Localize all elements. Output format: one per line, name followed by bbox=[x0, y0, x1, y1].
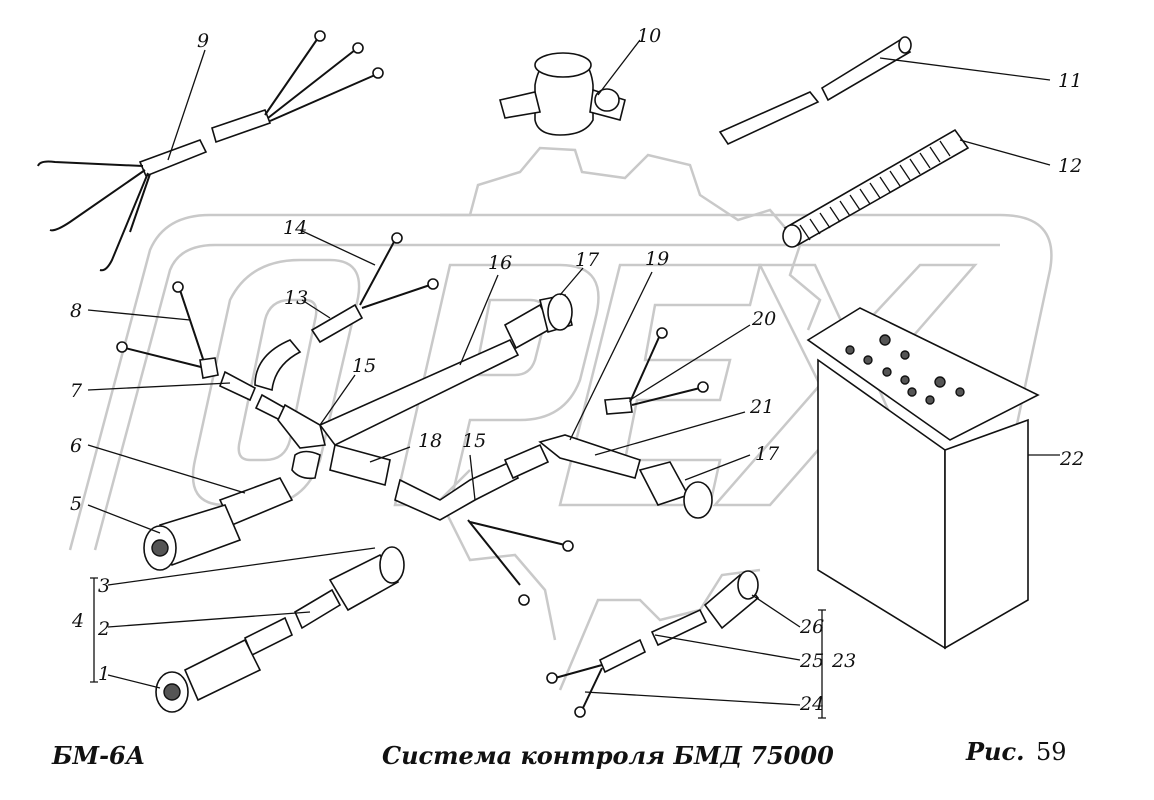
callout-15-upper: 15 bbox=[352, 355, 377, 377]
callout-6: 6 bbox=[70, 435, 83, 457]
callout-10: 10 bbox=[637, 25, 662, 47]
callout-17-lower: 17 bbox=[755, 443, 780, 465]
callout-2: 2 bbox=[98, 618, 111, 640]
callout-13: 13 bbox=[284, 287, 309, 309]
callout-17-upper: 17 bbox=[575, 249, 600, 271]
cable-assembly-23 bbox=[546, 570, 826, 719]
cable-assembly-4 bbox=[90, 546, 405, 713]
callout-16: 16 bbox=[488, 252, 513, 274]
callout-14: 14 bbox=[283, 217, 308, 239]
figure-title: Система контроля БМД 75000 bbox=[382, 741, 834, 770]
gear-watermark-icon bbox=[438, 146, 822, 691]
callout-21: 21 bbox=[750, 396, 775, 418]
callout-24: 24 bbox=[800, 693, 825, 715]
callout-22: 22 bbox=[1060, 448, 1085, 470]
main-harness bbox=[116, 232, 713, 606]
model-label: БМ-6А bbox=[52, 741, 146, 770]
callout-18: 18 bbox=[418, 430, 443, 452]
callout-23: 23 bbox=[832, 650, 857, 672]
callout-9: 9 bbox=[197, 30, 210, 52]
figure-number: 59 bbox=[1036, 738, 1067, 766]
wire-harness-9 bbox=[37, 30, 384, 272]
callout-19: 19 bbox=[645, 248, 670, 270]
callout-25: 25 bbox=[800, 650, 825, 672]
callout-1: 1 bbox=[98, 663, 111, 685]
callout-11: 11 bbox=[1058, 70, 1083, 92]
callout-20: 20 bbox=[752, 308, 777, 330]
callout-12: 12 bbox=[1058, 155, 1083, 177]
leader-lines bbox=[87, 39, 1060, 706]
callout-5: 5 bbox=[70, 493, 83, 515]
control-box-22 bbox=[806, 307, 1040, 650]
callout-8: 8 bbox=[70, 300, 83, 322]
callout-26: 26 bbox=[800, 616, 825, 638]
callout-4: 4 bbox=[72, 610, 85, 632]
callout-15-lower: 15 bbox=[462, 430, 487, 452]
connector-block-10 bbox=[499, 52, 626, 136]
figure-label: Рис. bbox=[966, 737, 1025, 766]
spring-12 bbox=[782, 128, 970, 248]
callout-3: 3 bbox=[98, 575, 111, 597]
insulating-tube-11 bbox=[718, 36, 912, 146]
callout-7: 7 bbox=[70, 380, 83, 402]
